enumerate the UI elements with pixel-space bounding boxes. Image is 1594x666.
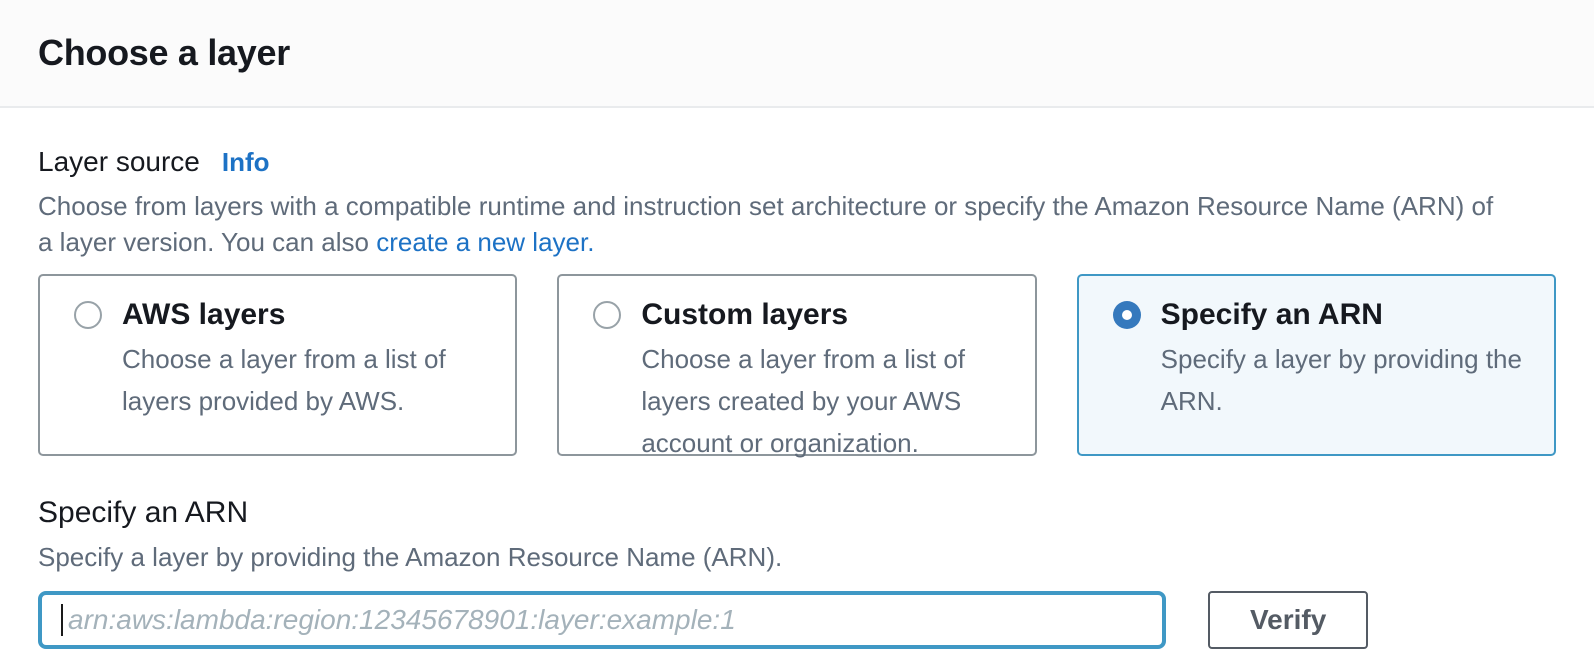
option-card-title-row: Specify an ARN bbox=[1112, 298, 1524, 332]
option-description: Choose a layer from a list of layers pro… bbox=[122, 344, 446, 416]
option-card-specify-arn[interactable]: Specify an ARN Specify a layer by provid… bbox=[1076, 274, 1556, 456]
option-description: Specify a layer by providing the ARN. bbox=[1160, 344, 1522, 416]
specify-arn-section: Specify an ARN Specify a layer by provid… bbox=[38, 496, 1556, 649]
info-link[interactable]: Info bbox=[221, 147, 270, 177]
option-card-title-row: Custom layers bbox=[593, 298, 1004, 332]
layer-source-description: Choose from layers with a compatible run… bbox=[38, 188, 1508, 260]
arn-input[interactable] bbox=[38, 591, 1166, 649]
dialog-content: Layer source Info Choose from layers wit… bbox=[0, 108, 1594, 649]
layer-source-options: AWS layers Choose a layer from a list of… bbox=[38, 274, 1556, 458]
option-title: Custom layers bbox=[641, 298, 849, 331]
radio-icon[interactable] bbox=[74, 301, 102, 329]
create-new-layer-link[interactable]: create a new layer. bbox=[376, 227, 595, 257]
option-title: Specify an ARN bbox=[1160, 298, 1383, 331]
dialog-header: Choose a layer bbox=[0, 0, 1594, 108]
layer-source-description-text: Choose from layers with a compatible run… bbox=[38, 191, 1494, 257]
option-title: AWS layers bbox=[122, 298, 286, 331]
radio-icon[interactable] bbox=[593, 301, 622, 329]
layer-source-label: Layer source bbox=[38, 146, 200, 177]
text-caret bbox=[61, 604, 63, 636]
layer-source-label-row: Layer source Info bbox=[38, 146, 1556, 178]
option-card-title-row: AWS layers bbox=[74, 298, 485, 332]
radio-checked-icon[interactable] bbox=[1112, 301, 1141, 329]
option-description: Choose a layer from a list of layers cre… bbox=[641, 344, 966, 458]
page-title: Choose a layer bbox=[38, 32, 290, 73]
option-card-aws-layers[interactable]: AWS layers Choose a layer from a list of… bbox=[38, 274, 518, 456]
arn-input-wrapper bbox=[38, 591, 1166, 649]
option-card-custom-layers[interactable]: Custom layers Choose a layer from a list… bbox=[557, 274, 1037, 458]
specify-arn-description: Specify a layer by providing the Amazon … bbox=[38, 542, 783, 572]
arn-input-row: Verify bbox=[38, 591, 1556, 649]
specify-arn-title: Specify an ARN bbox=[38, 496, 249, 529]
verify-button[interactable]: Verify bbox=[1208, 591, 1369, 649]
